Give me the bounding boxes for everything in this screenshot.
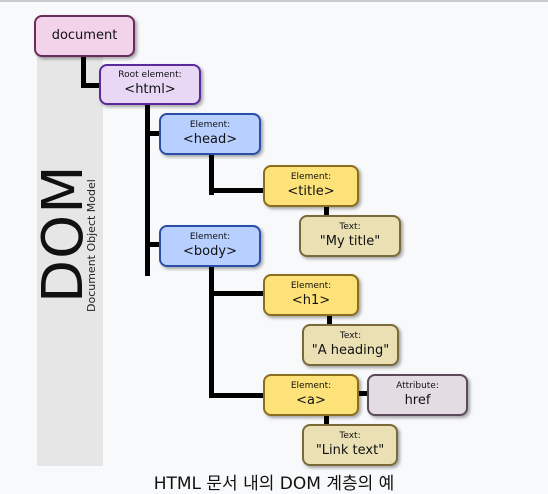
connector-head-title: [209, 188, 265, 193]
node-head-label: Element:: [189, 119, 231, 130]
connector-head-trunk: [209, 155, 214, 195]
connector-html-body: [145, 242, 161, 247]
side-title: DOM: [31, 164, 96, 303]
node-h1-text: Text: "A heading": [302, 324, 399, 366]
connector-html-head: [145, 131, 161, 136]
node-a: Element: <a>: [263, 374, 359, 416]
node-head-value: <head>: [182, 131, 238, 147]
connector-body-trunk: [209, 266, 214, 398]
node-body: Element: <body>: [159, 225, 261, 267]
node-a-attribute: Attribute: href: [367, 374, 468, 416]
connector-html-trunk: [145, 104, 150, 276]
connector-title-text: [324, 206, 329, 217]
node-title-text: Text: "My title": [299, 215, 401, 257]
node-title-label: Element:: [290, 171, 332, 182]
node-html-value: <html>: [124, 82, 176, 97]
node-html: Root element: <html>: [99, 64, 201, 105]
node-a-value: <a>: [296, 392, 326, 408]
node-document-value: document: [51, 28, 118, 43]
node-title: Element: <title>: [263, 165, 359, 207]
node-html-label: Root element:: [118, 70, 182, 80]
node-document: document: [34, 15, 135, 57]
side-band: [37, 46, 103, 466]
dom-tree-diagram: DOM Document Object Model document Root …: [31, 15, 468, 466]
node-h1-value: <h1>: [291, 292, 331, 308]
connector-a-text: [324, 414, 329, 426]
side-subtitle: Document Object Model: [85, 179, 98, 312]
node-a-text-label: Text:: [339, 430, 361, 441]
connector-document-html: [81, 55, 86, 87]
figure-caption: HTML 문서 내의 DOM 계층의 예: [153, 474, 395, 494]
connector-a-attr: [355, 391, 370, 396]
node-a-text-value: "Link text": [315, 442, 385, 458]
node-body-value: <body>: [183, 243, 237, 259]
connector-body-h1: [209, 291, 265, 296]
connector-body-a: [209, 393, 265, 398]
connector-h1-text: [327, 314, 332, 326]
node-title-text-value: "My title": [319, 233, 381, 249]
node-h1-text-label: Text:: [339, 330, 362, 341]
node-a-text: Text: "Link text": [302, 424, 398, 466]
node-a-attribute-value: href: [404, 392, 431, 408]
node-a-attribute-label: Attribute:: [396, 380, 439, 391]
node-body-label: Element:: [189, 231, 231, 242]
top-border: [0, 0, 548, 2]
node-h1-label: Element:: [290, 280, 332, 291]
node-h1-text-value: "A heading": [311, 342, 390, 358]
node-h1: Element: <h1>: [263, 274, 359, 316]
connector-document-html-h: [81, 83, 101, 88]
node-title-text-label: Text:: [339, 221, 361, 232]
node-a-label: Element:: [290, 380, 332, 391]
node-head: Element: <head>: [159, 113, 261, 155]
node-title-value: <title>: [287, 183, 335, 199]
